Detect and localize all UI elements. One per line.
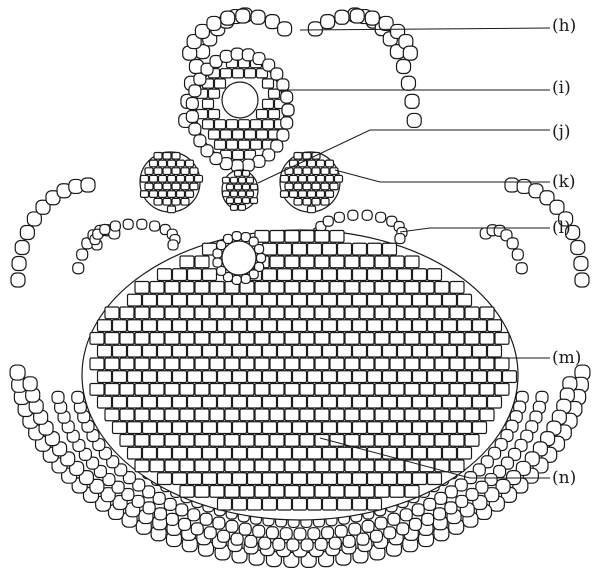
- label-h: (h): [552, 16, 576, 36]
- label-n: (n): [552, 468, 576, 488]
- label-k: (k): [552, 172, 576, 192]
- left-drop: [140, 152, 203, 213]
- label-l: (l): [552, 218, 571, 238]
- leader-l: [400, 228, 550, 232]
- nucellus-mass: [82, 230, 518, 520]
- right-drop: [280, 152, 343, 213]
- leader-h: [300, 28, 550, 30]
- left-hook: [90, 219, 180, 250]
- label-m: (m): [552, 348, 581, 368]
- right-hook-outer: [480, 225, 527, 274]
- center-cell-cluster: [222, 170, 258, 210]
- label-j: (j): [552, 122, 571, 142]
- label-i: (i): [552, 78, 571, 98]
